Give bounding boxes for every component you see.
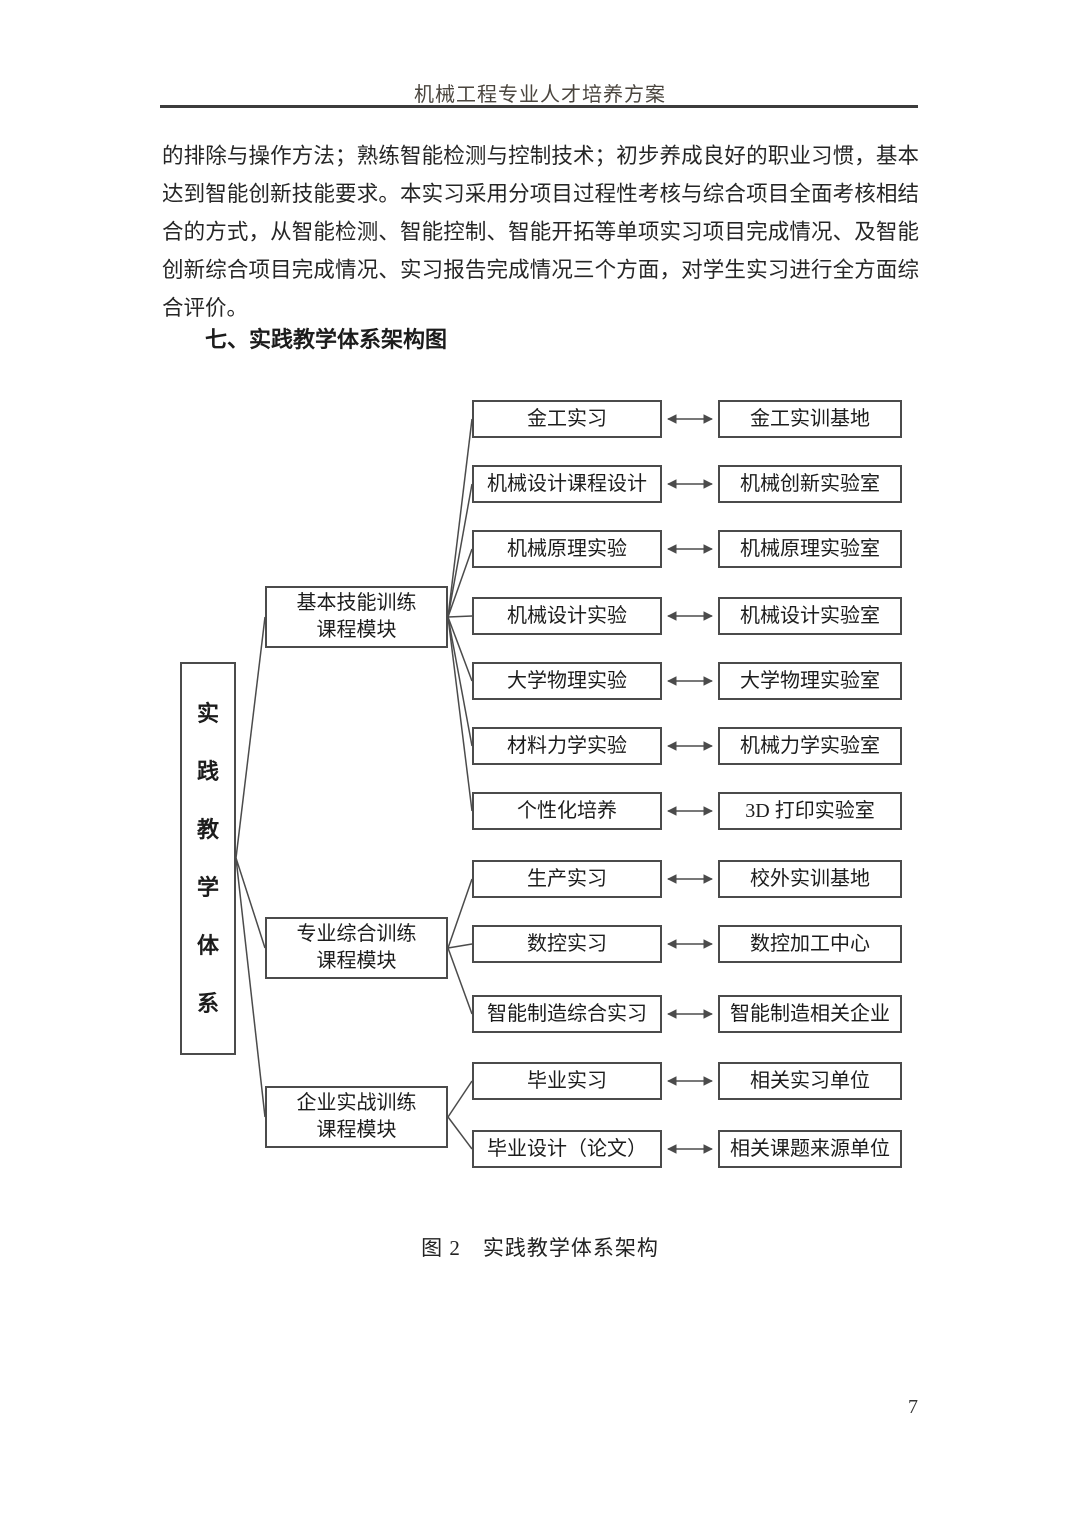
double-arrows xyxy=(667,414,713,1154)
module-label-line1: 专业综合训练 xyxy=(296,923,417,945)
module-box-basic-skills: 基本技能训练 课程模块 xyxy=(265,586,448,648)
root-box: 实践教学体系 xyxy=(180,662,236,1055)
module-label-line1: 企业实战训练 xyxy=(296,1092,417,1114)
base-box: 机械力学实验室 xyxy=(718,727,902,765)
module-box-professional-training: 专业综合训练 课程模块 xyxy=(265,917,448,979)
base-box: 金工实训基地 xyxy=(718,400,902,438)
course-box: 机械原理实验 xyxy=(472,530,662,568)
header-rule xyxy=(160,105,918,108)
course-box: 大学物理实验 xyxy=(472,662,662,700)
course-box: 生产实习 xyxy=(472,860,662,898)
course-box: 机械设计课程设计 xyxy=(472,465,662,503)
course-box: 材料力学实验 xyxy=(472,727,662,765)
base-box: 相关实习单位 xyxy=(718,1062,902,1100)
course-box: 金工实习 xyxy=(472,400,662,438)
base-box: 大学物理实验室 xyxy=(718,662,902,700)
base-box: 机械设计实验室 xyxy=(718,597,902,635)
section-heading: 七、实践教学体系架构图 xyxy=(205,327,448,352)
course-box: 数控实习 xyxy=(472,925,662,963)
body-paragraph: 的排除与操作方法；熟练智能检测与控制技术；初步养成良好的职业习惯，基本达到智能创… xyxy=(162,144,919,320)
module-label-line2: 课程模块 xyxy=(316,950,397,972)
base-box: 相关课题来源单位 xyxy=(718,1130,902,1168)
base-box: 校外实训基地 xyxy=(718,860,902,898)
tree-branch-lines xyxy=(235,418,473,1150)
module-label-line1: 基本技能训练 xyxy=(296,592,417,614)
header-title: 机械工程专业人才培养方案 xyxy=(414,84,666,106)
course-box: 毕业实习 xyxy=(472,1062,662,1100)
module-box-enterprise-practice: 企业实战训练 课程模块 xyxy=(265,1086,448,1148)
course-box: 个性化培养 xyxy=(472,792,662,830)
base-box: 3D 打印实验室 xyxy=(718,792,902,830)
page-number: 7 xyxy=(908,1396,918,1418)
course-box: 智能制造综合实习 xyxy=(472,995,662,1033)
base-box: 智能制造相关企业 xyxy=(718,995,902,1033)
figure-caption: 图 2 实践教学体系架构 xyxy=(421,1236,659,1260)
module-label-line2: 课程模块 xyxy=(316,1119,397,1141)
base-box: 数控加工中心 xyxy=(718,925,902,963)
root-label: 实践教学体系 xyxy=(196,700,219,1016)
course-box: 机械设计实验 xyxy=(472,597,662,635)
module-label-line2: 课程模块 xyxy=(316,619,397,641)
course-box: 毕业设计（论文） xyxy=(472,1130,662,1168)
base-box: 机械创新实验室 xyxy=(718,465,902,503)
base-box: 机械原理实验室 xyxy=(718,530,902,568)
